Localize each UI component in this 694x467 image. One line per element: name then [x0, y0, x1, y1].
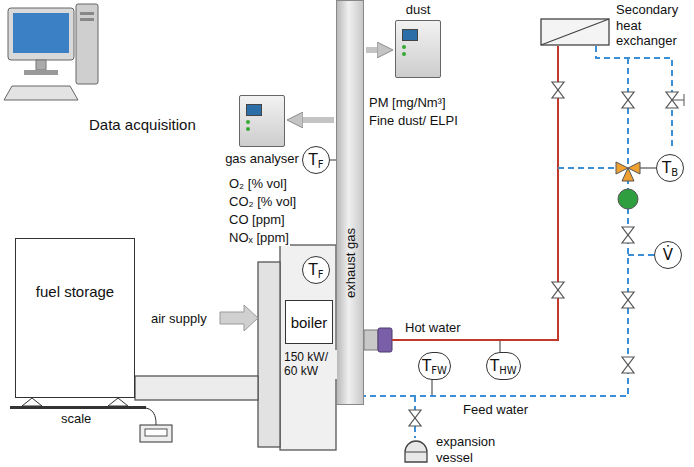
measurement-arrow [299, 117, 334, 123]
node-label: boiler [291, 314, 328, 331]
node-label: Secondary heat exchanger [616, 2, 692, 49]
hx-symbol [540, 18, 610, 46]
temperature-sensor: TF [302, 256, 330, 284]
vessel-outline [403, 438, 429, 464]
pipe-label: Feed water [462, 402, 529, 418]
device-led [402, 45, 406, 49]
node-label: gas analyser [225, 151, 299, 167]
three-way-valve [616, 162, 640, 181]
node-label: dust [406, 2, 431, 18]
gas-reading: CO [ppm] [228, 212, 286, 228]
measurement-arrow [366, 47, 381, 53]
node-label: V̇ [663, 246, 673, 264]
node-label: T [422, 357, 431, 375]
device-led [246, 127, 250, 131]
boiler-box: boiler [285, 300, 333, 344]
device-symbol [239, 95, 285, 147]
gas-reading: NOₓ [ppm] [228, 230, 290, 246]
subscript-label: HW [499, 365, 516, 376]
device-led [402, 52, 406, 56]
sensor-lines [330, 160, 656, 396]
heat-exchanger: Secondary heat exchanger [540, 0, 692, 52]
dust-reading: Fine dust/ ELPI [368, 113, 459, 129]
device-symbol [395, 20, 441, 78]
computer-label: Data acquisition [88, 116, 197, 134]
air-arrow [220, 305, 258, 331]
subscript-label: F [318, 159, 324, 170]
exhaust-pipe: exhaust gas [336, 0, 364, 405]
node-label: T [309, 261, 318, 279]
computer-icon [4, 4, 98, 100]
hot-water-pipe [392, 46, 564, 340]
pump-symbol [618, 189, 638, 209]
gas-analyser: gas analyser [222, 95, 302, 171]
device-led [246, 120, 250, 124]
node-label: T [490, 357, 499, 375]
subscript-label: FW [431, 365, 447, 376]
flow-meter: V̇ [654, 241, 682, 269]
gas-reading: O₂ [% vol] [228, 176, 288, 192]
power-label: 150 kW/ 60 kW [283, 350, 337, 379]
temperature-sensor: THW [486, 352, 521, 380]
node-label: T [662, 159, 671, 177]
fuel-storage: fuel storage [15, 238, 135, 398]
air-label: air supply [150, 311, 208, 327]
temperature-sensor: TFW [418, 352, 451, 380]
scale-label: scale [60, 411, 92, 427]
subscript-label: F [318, 269, 324, 280]
valves [409, 92, 684, 426]
scale-symbol [10, 398, 172, 442]
vessel-symbol [403, 438, 429, 464]
boiler-housing [258, 245, 392, 450]
node-label: exhaust gas [343, 228, 358, 298]
device-screen [402, 29, 418, 41]
temperature-sensor: TB [656, 154, 684, 182]
node-label: fuel storage [36, 283, 114, 300]
node-label: T [309, 151, 318, 169]
dust-reading: PM [mg/Nm³] [368, 95, 447, 111]
temperature-sensor: TF [302, 146, 330, 174]
feed-water-pipe [364, 46, 672, 438]
gas-reading: CO₂ [% vol] [228, 194, 297, 210]
node-label: expansion vessel [436, 434, 516, 465]
expansion-vessel: expansion vessel [400, 432, 520, 466]
exchanger-outline [540, 18, 610, 46]
pipe-label: Hot water [404, 320, 462, 336]
screw-conveyor [135, 376, 258, 400]
subscript-label: B [671, 167, 678, 178]
device-screen [246, 104, 262, 116]
dust-monitor: dust [395, 0, 441, 80]
